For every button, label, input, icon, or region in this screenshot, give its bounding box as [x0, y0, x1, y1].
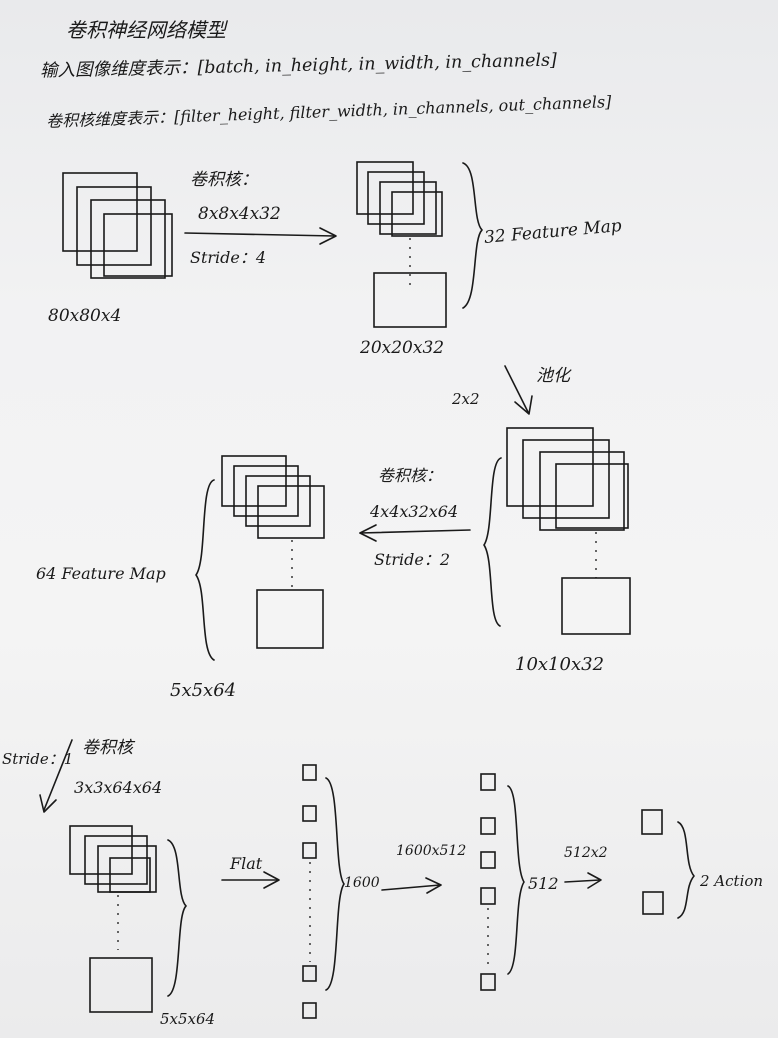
feature-map-64-label: 64 Feature Map [36, 564, 166, 583]
output-action-label: 2 Action [700, 872, 764, 890]
flat-label: Flat [230, 854, 263, 873]
output-vector-2 [641, 809, 664, 915]
pool-label: 池化 [536, 366, 570, 386]
arrow-kernel-2 [359, 529, 471, 534]
brace-conv3 [167, 839, 187, 997]
arrow-512x2 [564, 879, 601, 883]
brace-32-feature-map [462, 162, 483, 309]
flat-vector-1600 [302, 764, 317, 1019]
stride2-label: Stride：2 [374, 550, 451, 569]
kernel2-label: 卷积核： [378, 466, 443, 485]
conv2-output-size: 5x5x64 [170, 680, 237, 701]
stride1-label: Stride：4 [190, 248, 267, 267]
stride-1-arrow [39, 739, 73, 813]
kernel3-label: 卷积核 [82, 738, 133, 758]
input-size-label: 80x80x4 [48, 306, 122, 326]
weights-1600x512-label: 1600x512 [396, 843, 467, 859]
pool-arrow [504, 365, 533, 415]
feature-map-stack-5x5x64 [221, 455, 325, 649]
kernel1-label: 卷积核： [190, 170, 258, 190]
kernel2-size: 4x4x32x64 [370, 502, 459, 521]
arrow-1600x512 [381, 884, 441, 891]
brace-flat [325, 777, 345, 991]
arrow-kernel-1 [184, 232, 336, 237]
hidden-vector-512 [480, 773, 496, 991]
brace-layer2-input [483, 457, 502, 627]
input-stack-80x80x4 [62, 172, 173, 279]
diagram-title: 卷积神经网络模型 [66, 18, 226, 42]
kernel3-size: 3x3x64x64 [74, 778, 163, 797]
conv1-output-size: 20x20x32 [360, 338, 445, 358]
hidden-units-label: 512 [528, 874, 559, 893]
weights-512x2-label: 512x2 [564, 845, 608, 861]
conv3-stack-5x5x64 [69, 825, 157, 1013]
pool-size-label: 2x2 [452, 390, 480, 408]
pool-output-size: 10x10x32 [515, 654, 605, 675]
brace-512 [507, 785, 525, 975]
kernel1-size: 8x8x4x32 [198, 204, 281, 224]
brace-64-feature-map [195, 479, 215, 661]
pooled-stack-10x10x32 [506, 427, 631, 635]
feature-map-stack-20x20x32 [356, 161, 447, 328]
conv3-output-size: 5x5x64 [160, 1010, 216, 1028]
stride3-label: Stride：1 [2, 750, 74, 768]
brace-2-action [677, 821, 695, 919]
flat-units-label: 1600 [344, 875, 380, 891]
